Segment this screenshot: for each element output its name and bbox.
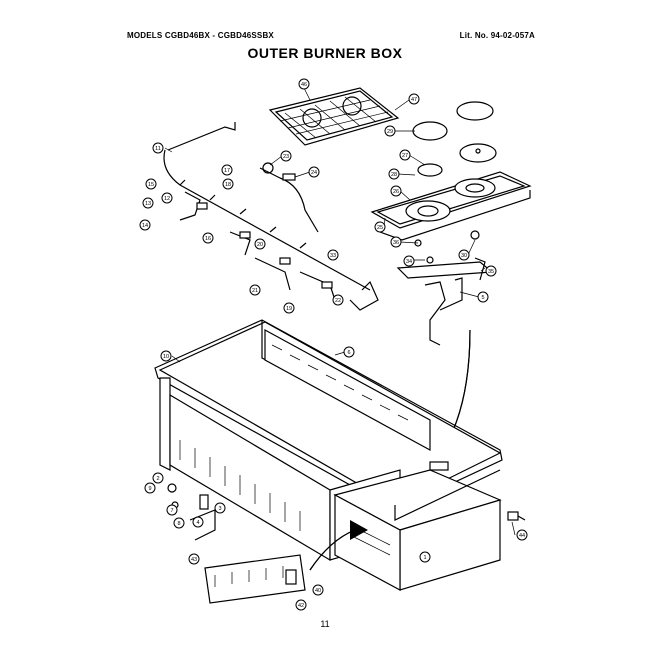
callout: 13 (142, 197, 154, 209)
svg-text:25: 25 (377, 225, 383, 231)
callout: 7 (166, 504, 178, 516)
svg-text:36: 36 (393, 240, 399, 246)
callout: 35 (485, 265, 497, 277)
callout: 18 (222, 178, 234, 190)
svg-text:3: 3 (218, 506, 221, 512)
svg-text:20: 20 (257, 242, 263, 248)
callout: 15 (145, 178, 157, 190)
callout: 30 (458, 249, 470, 261)
callout: 3 (214, 502, 226, 514)
svg-text:17: 17 (224, 168, 230, 174)
callout: 33 (327, 249, 339, 261)
callout: 46 (298, 78, 310, 90)
callout: 11 (152, 142, 164, 154)
callout: 12 (161, 192, 173, 204)
callout: 14 (139, 219, 151, 231)
callout: 36 (390, 236, 402, 248)
assembly-arrow-lower (309, 520, 368, 571)
callout: 6 (343, 346, 355, 358)
svg-text:33: 33 (330, 253, 336, 259)
svg-text:9: 9 (148, 486, 151, 492)
callout: 44 (516, 529, 528, 541)
svg-text:10: 10 (163, 354, 169, 360)
svg-text:19: 19 (286, 306, 292, 312)
svg-text:43: 43 (191, 557, 197, 563)
svg-text:8: 8 (177, 521, 180, 527)
callout: 23 (280, 150, 292, 162)
callout: 42 (295, 599, 307, 611)
svg-text:13: 13 (145, 201, 151, 207)
svg-text:44: 44 (519, 533, 525, 539)
svg-text:40: 40 (315, 588, 321, 594)
svg-text:46: 46 (301, 82, 307, 88)
screw-part (507, 511, 526, 521)
callout: 20 (254, 238, 266, 250)
callout: 10 (160, 350, 172, 362)
svg-text:14: 14 (142, 223, 148, 229)
svg-text:30: 30 (461, 253, 467, 259)
callout: 47 (408, 93, 420, 105)
svg-text:26: 26 (393, 189, 399, 195)
svg-text:22: 22 (335, 298, 341, 304)
svg-text:15: 15 (148, 182, 154, 188)
svg-text:23: 23 (283, 154, 289, 160)
callout: 26 (390, 185, 402, 197)
callout: 22 (332, 294, 344, 306)
svg-text:7: 7 (170, 508, 173, 514)
leader-lines (164, 87, 516, 536)
svg-text:21: 21 (252, 288, 258, 294)
svg-text:27: 27 (402, 153, 408, 159)
callout: 34 (403, 255, 415, 267)
callout: 24 (308, 166, 320, 178)
svg-text:16: 16 (205, 236, 211, 242)
callout: 43 (188, 553, 200, 565)
callout: 25 (374, 221, 386, 233)
svg-text:6: 6 (347, 350, 350, 356)
bracket-parts (396, 230, 494, 346)
callout: 2 (152, 472, 164, 484)
callout: 4 (192, 516, 204, 528)
callout: 40 (312, 584, 324, 596)
page-number: 11 (320, 619, 330, 629)
page-title: OUTER BURNER BOX (247, 45, 403, 61)
svg-text:2: 2 (156, 476, 159, 482)
svg-text:42: 42 (298, 603, 304, 609)
svg-text:35: 35 (488, 269, 494, 275)
callout: 19 (283, 302, 295, 314)
callout: 27 (399, 149, 411, 161)
svg-text:47: 47 (411, 97, 417, 103)
cooktop-assembly (370, 101, 532, 241)
callout: 9 (144, 482, 156, 494)
svg-text:4: 4 (196, 520, 199, 526)
svg-text:24: 24 (311, 170, 317, 176)
svg-text:11: 11 (155, 146, 161, 152)
outer-burner-box (154, 319, 503, 592)
lit-number: Lit. No. 94-02-057A (459, 31, 535, 40)
gas-manifold (163, 122, 379, 311)
part-callouts: 46 47 11 23 24 17 15 18 14 29 27 28 26 2… (139, 78, 528, 611)
burner-grate (268, 87, 400, 146)
models-header: MODELS CGBD46BX - CGBD46SSBX (127, 31, 274, 40)
callout: 8 (173, 517, 185, 529)
callout: 16 (202, 232, 214, 244)
svg-text:12: 12 (164, 196, 170, 202)
svg-text:29: 29 (387, 129, 393, 135)
svg-text:5: 5 (481, 295, 484, 301)
svg-text:18: 18 (225, 182, 231, 188)
callout: 5 (477, 291, 489, 303)
callout: 17 (221, 164, 233, 176)
callout: 21 (249, 284, 261, 296)
callout: 1 (419, 551, 431, 563)
svg-text:34: 34 (406, 259, 412, 265)
svg-text:28: 28 (391, 172, 397, 178)
svg-text:1: 1 (423, 555, 426, 561)
callout: 28 (388, 168, 400, 180)
callout: 29 (384, 125, 396, 137)
lower-bracket (204, 554, 306, 604)
